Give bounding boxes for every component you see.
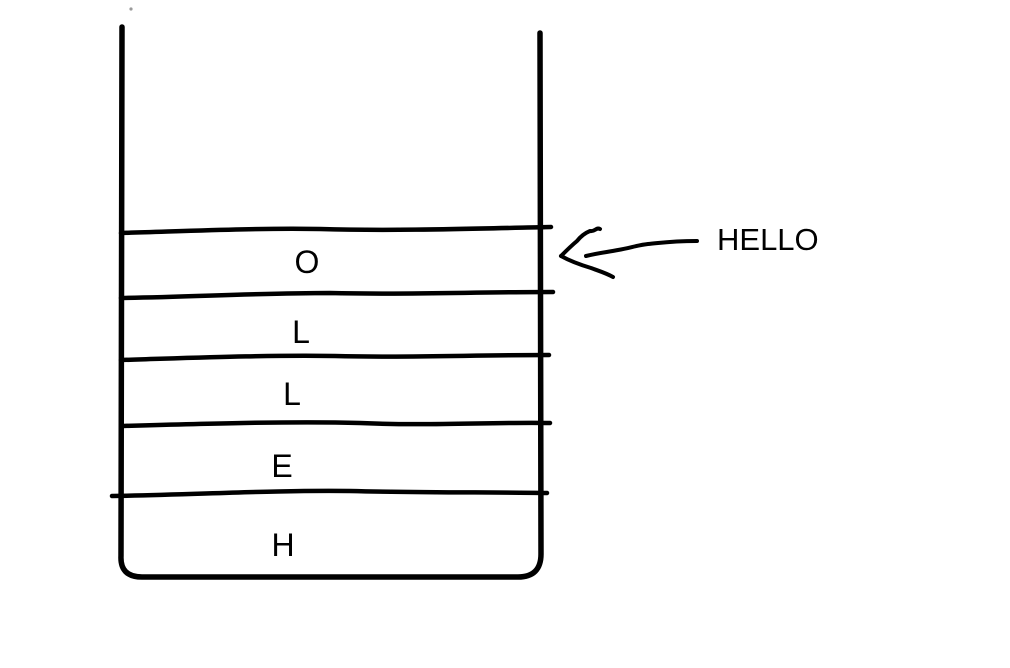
cell-divider-2 [118, 289, 556, 301]
cell-divider-1 [118, 224, 554, 236]
cell-divider-4 [118, 420, 553, 429]
arrow-barb-lower [559, 254, 615, 279]
arrow-shaft [584, 239, 699, 258]
annotation-label: HELLO [717, 222, 819, 257]
stray-dot [129, 7, 133, 11]
stack-cell-label-2: L [292, 314, 310, 350]
container-outline [118, 24, 544, 580]
arrow-barb-upper [559, 226, 602, 258]
cell-divider-5 [109, 488, 550, 499]
stack-cell-label-3: L [283, 376, 301, 412]
cell-divider-3 [118, 352, 552, 363]
stack-cell-label-4: E [271, 448, 293, 484]
stack-cell-label-bottom: H [271, 527, 295, 563]
squiggly-left-arrow-icon [559, 226, 699, 279]
stack-cell-label-top: O [294, 244, 320, 280]
